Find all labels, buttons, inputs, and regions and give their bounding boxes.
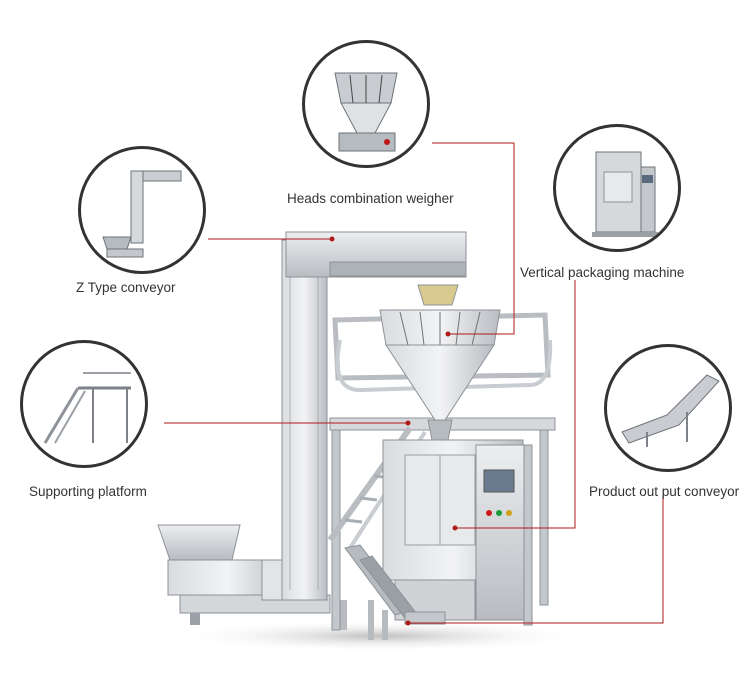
output-conveyor-thumbnail (604, 344, 732, 472)
label-weigher: Heads combination weigher (287, 191, 454, 206)
platform-thumbnail (20, 340, 148, 468)
vpm-thumbnail (553, 124, 681, 252)
vpm-thumb-drawing (592, 151, 658, 237)
label-output-conveyor: Product out put conveyor (589, 484, 740, 499)
output-conveyor-thumb-drawing (621, 374, 720, 447)
leader-lines (164, 142, 664, 624)
label-supporting-platform: Supporting platform (29, 484, 147, 499)
weigher-thumbnail (302, 40, 430, 168)
platform-thumb-drawing (43, 372, 131, 444)
z-conveyor (157, 231, 467, 630)
output-conveyor (344, 544, 446, 640)
z-conveyor-thumbnail (78, 146, 206, 274)
floor-shadow (170, 620, 590, 652)
label-z-conveyor: Z Type conveyor (76, 280, 176, 295)
z-conveyor-thumb-drawing (102, 170, 182, 258)
weigher-thumb-drawing (334, 72, 398, 152)
label-vertical-packaging-machine: Vertical packaging machine (520, 265, 685, 280)
multihead-weigher (379, 284, 501, 451)
vertical-packaging-machine (382, 439, 533, 626)
leader-dots (329, 236, 458, 626)
